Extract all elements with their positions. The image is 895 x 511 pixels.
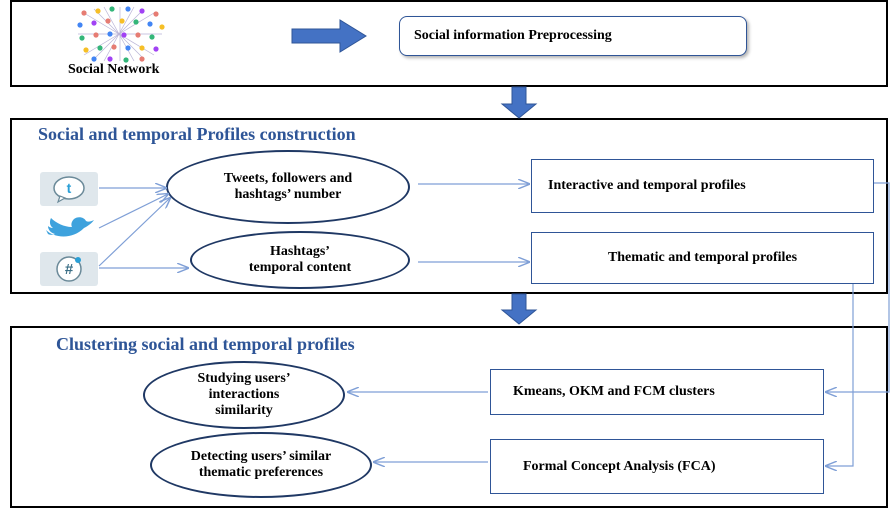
hashtags-oval-label: Hashtags’ temporal content — [248, 244, 352, 275]
preprocessing-label: Social information Preprocessing — [414, 28, 612, 43]
construction-title: Social and temporal Profiles constructio… — [38, 124, 356, 144]
clusters-box: Kmeans, OKM and FCM clusters — [490, 369, 824, 415]
clusters-label: Kmeans, OKM and FCM clusters — [513, 384, 715, 399]
interactive-profiles-label: Interactive and temporal profiles — [548, 178, 746, 193]
arrow-down-to-construction — [500, 86, 538, 119]
social-network-graphic — [74, 5, 166, 63]
interactive-profiles-box: Interactive and temporal profiles — [531, 159, 874, 213]
twitter-t-speech-icon: t — [40, 172, 98, 206]
preprocessing-box: Social information Preprocessing — [399, 16, 747, 56]
fca-label: Formal Concept Analysis (FCA) — [523, 458, 716, 474]
hashtag-icon: # — [40, 252, 98, 286]
hashtags-oval: Hashtags’ temporal content — [190, 231, 410, 289]
metrics-oval-label: Tweets, followers and hashtags’ number — [223, 171, 353, 202]
twitter-bird-icon — [40, 212, 98, 246]
arrow-down-to-clustering — [500, 293, 538, 325]
clustering-title: Clustering social and temporal profiles — [56, 334, 355, 354]
social-network-label: Social Network — [68, 62, 160, 77]
preferences-oval: Detecting users’ similar thematic prefer… — [150, 432, 372, 498]
interactions-oval-label: Studying users’ interactions similarity — [197, 371, 291, 418]
svg-text:t: t — [67, 180, 72, 196]
svg-text:#: # — [65, 261, 74, 278]
interactions-oval: Studying users’ interactions similarity — [143, 361, 345, 429]
fca-box: Formal Concept Analysis (FCA) — [490, 439, 824, 494]
preferences-oval-label: Detecting users’ similar thematic prefer… — [190, 449, 332, 480]
thematic-profiles-label: Thematic and temporal profiles — [607, 250, 798, 265]
metrics-oval: Tweets, followers and hashtags’ number — [166, 150, 410, 224]
thematic-profiles-box: Thematic and temporal profiles — [531, 232, 874, 284]
